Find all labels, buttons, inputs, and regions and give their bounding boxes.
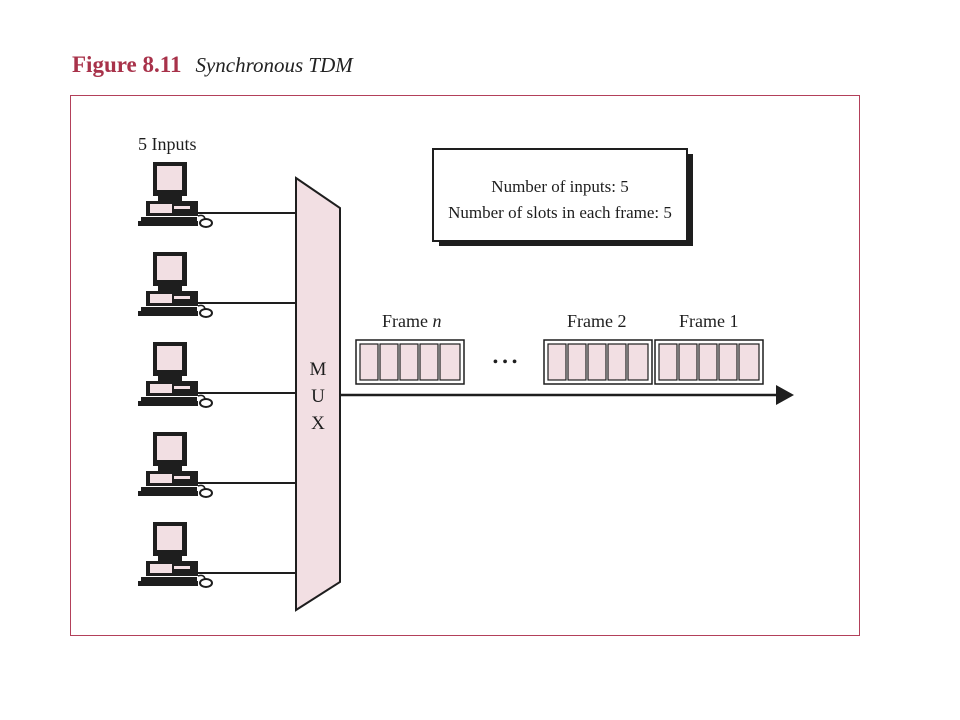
frame-1-label: Frame 1 <box>679 311 738 331</box>
frame-2-label: Frame 2 <box>567 311 626 331</box>
time-slot <box>359 343 379 381</box>
time-slot <box>718 343 738 381</box>
ellipsis: • • • <box>493 354 518 371</box>
time-slot <box>698 343 718 381</box>
time-slot <box>439 343 461 381</box>
figure-number: Figure 8.11 <box>72 52 182 77</box>
arrow-head-icon <box>776 385 794 405</box>
time-slot <box>547 343 567 381</box>
mux-block <box>295 176 341 612</box>
mux-letter: M <box>310 359 327 380</box>
time-slot <box>627 343 649 381</box>
frame-1 <box>654 339 764 385</box>
frame-2 <box>543 339 653 385</box>
diagram-border <box>70 95 860 636</box>
computer-icon <box>137 431 213 498</box>
computer-icon <box>137 161 213 228</box>
info-slots-text: Number of slots in each frame: 5 <box>448 203 672 222</box>
info-box <box>432 148 688 242</box>
time-slot <box>419 343 439 381</box>
figure-title: Synchronous TDM <box>195 53 353 77</box>
mux-letter: X <box>311 413 325 434</box>
time-slot <box>658 343 678 381</box>
computer-icon <box>137 341 213 408</box>
input-lines <box>192 212 296 574</box>
time-slot <box>379 343 399 381</box>
mux-letter: U <box>311 386 325 407</box>
figure-caption: Figure 8.11 Synchronous TDM <box>72 52 353 78</box>
frame-n <box>355 339 465 385</box>
inputs-label: 5 Inputs <box>138 134 197 154</box>
time-slot <box>607 343 627 381</box>
time-slot <box>678 343 698 381</box>
info-inputs-text: Number of inputs: 5 <box>491 177 628 196</box>
time-slot <box>587 343 607 381</box>
time-slot <box>399 343 419 381</box>
computer-icon <box>137 521 213 588</box>
time-slot <box>567 343 587 381</box>
computer-icon <box>137 251 213 318</box>
frame-n-label: Frame n <box>382 311 441 331</box>
input-computers <box>137 161 213 588</box>
time-slot <box>738 343 760 381</box>
